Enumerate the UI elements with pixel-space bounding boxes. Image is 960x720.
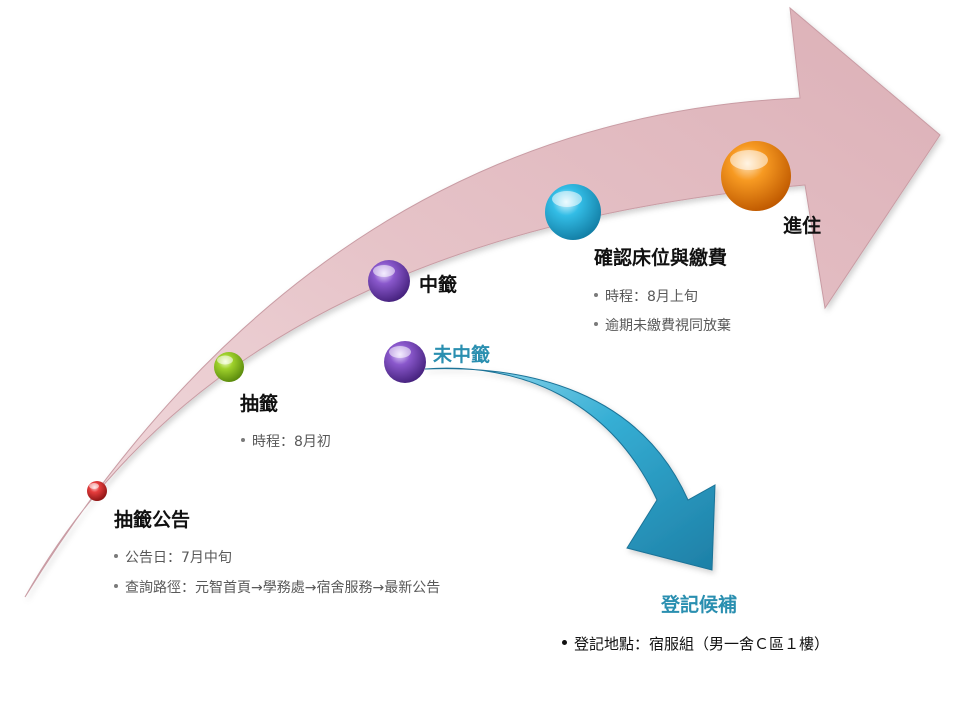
main-arrow xyxy=(24,6,941,598)
bullet-icon xyxy=(241,438,245,442)
branch-result-bullet-1: 登記地點：宿服組（男一舍Ｃ區１樓） xyxy=(562,633,829,654)
node-confirm xyxy=(545,184,601,240)
stage-title-lottery: 抽籤 xyxy=(240,393,279,415)
stage-bullet-confirm-1: 時程：8月上旬 xyxy=(594,286,698,306)
stage-bullet-announce-1: 公告日：7月中旬 xyxy=(114,547,232,567)
branch-result-title: 登記候補 xyxy=(661,594,738,616)
stage-title-confirm: 確認床位與繳費 xyxy=(594,247,728,269)
bullet-icon xyxy=(594,293,598,297)
node-not-selected xyxy=(384,341,426,383)
node-selected xyxy=(368,260,410,302)
bullet-icon xyxy=(114,584,118,588)
branch-arrow xyxy=(424,367,716,571)
bullet-icon xyxy=(594,322,598,326)
node-lottery xyxy=(214,352,244,382)
bullet-icon xyxy=(114,554,118,558)
stage-title-announce: 抽籤公告 xyxy=(114,509,191,531)
stage-bullet-announce-2: 查詢路徑：元智首頁→學務處→宿舍服務→最新公告 xyxy=(114,577,440,597)
stage-title-selected: 中籤 xyxy=(419,274,458,296)
stage-bullet-confirm-2: 逾期未繳費視同放棄 xyxy=(594,315,731,335)
stage-title-move-in: 進住 xyxy=(783,215,822,237)
stage-bullet-lottery-1: 時程：8月初 xyxy=(241,431,331,451)
node-move-in xyxy=(721,141,791,211)
node-announce xyxy=(87,481,107,501)
branch-title: 未中籤 xyxy=(433,344,491,366)
bullet-icon xyxy=(562,640,567,645)
